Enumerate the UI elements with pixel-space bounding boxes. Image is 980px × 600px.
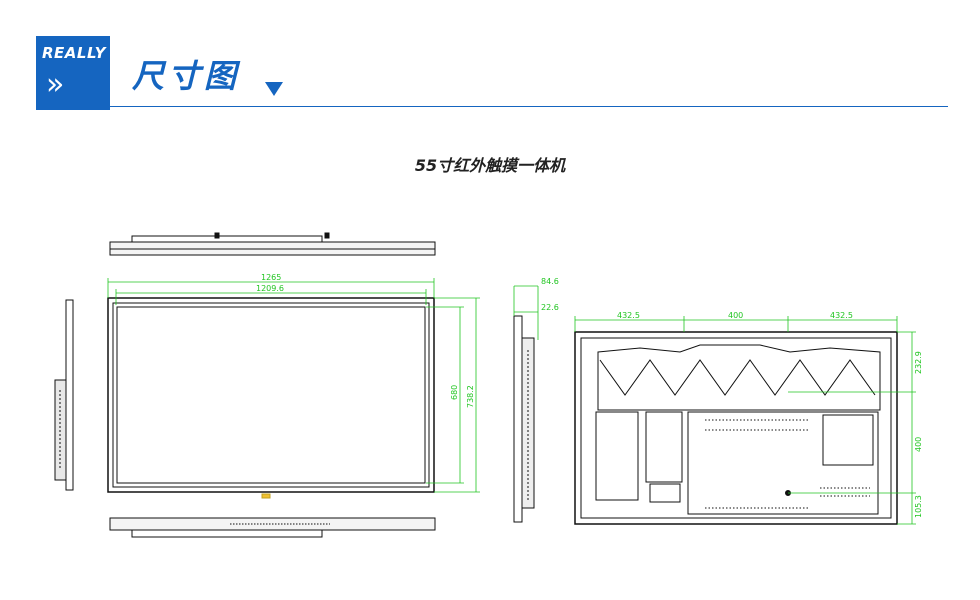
dim-overall-width: 1265 <box>261 273 281 282</box>
back-view <box>574 331 898 525</box>
front-view <box>107 297 435 499</box>
dim-depth-total: 84.6 <box>541 277 559 286</box>
dim-overall-height: 738.2 <box>466 385 475 408</box>
chevron-right-icon: » <box>46 67 65 102</box>
dim-view-height: 680 <box>450 385 459 400</box>
brand-name: REALLY <box>42 44 107 62</box>
dim-mount-left: 432.5 <box>617 311 640 320</box>
side-view-left <box>54 299 74 491</box>
dim-vesa-bottom: 105.3 <box>914 495 923 518</box>
section-title: 尺寸图 <box>132 57 241 95</box>
bottom-view <box>109 517 436 538</box>
dim-vesa-height: 400 <box>914 437 923 452</box>
drawing-caption: 55寸红外触摸一体机 <box>414 156 566 175</box>
dim-depth-panel: 22.6 <box>541 303 559 312</box>
dim-mount-right: 432.5 <box>830 311 853 320</box>
brand-logo: REALLY » <box>36 36 110 110</box>
top-view <box>109 232 436 256</box>
header-divider <box>36 106 948 107</box>
side-view-right <box>513 315 535 523</box>
dim-vesa-top: 232.9 <box>914 351 923 374</box>
dim-inner-width: 1209.6 <box>256 284 284 293</box>
dim-mount-center: 400 <box>728 311 743 320</box>
triangle-down-icon <box>265 82 283 96</box>
